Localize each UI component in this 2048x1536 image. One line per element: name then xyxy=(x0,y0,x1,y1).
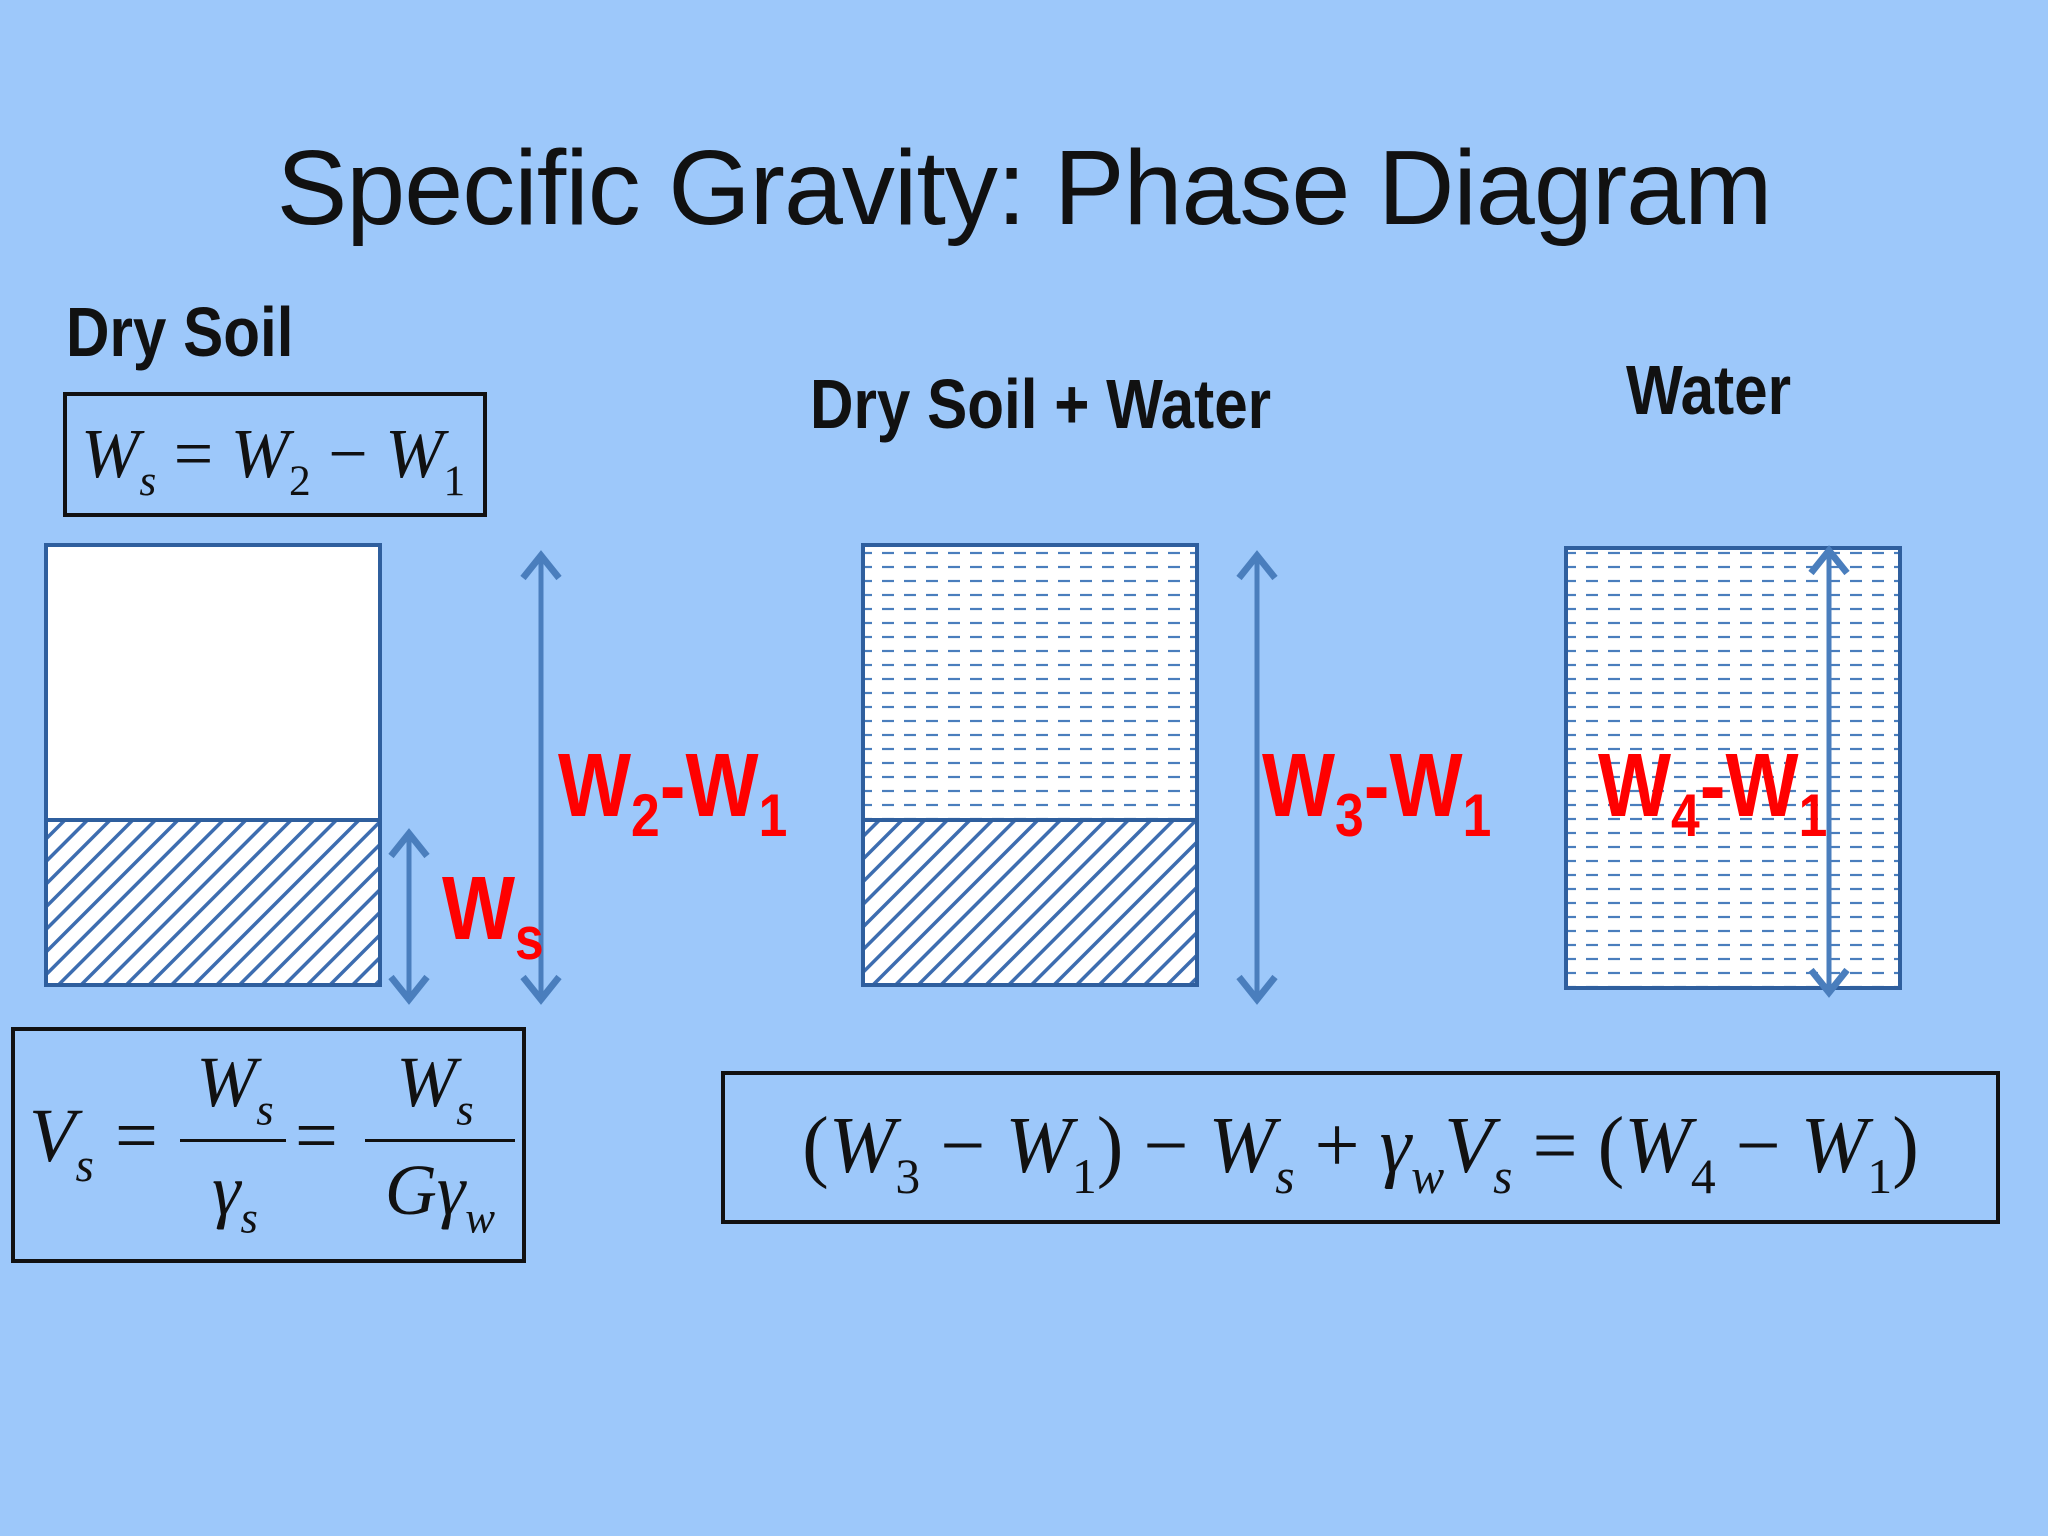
soil-water-container xyxy=(861,543,1199,987)
dry-soil-container xyxy=(44,543,382,987)
heading-water: Water xyxy=(1626,351,1792,429)
equation-main-box: (W3 − W1) − Ws + γwVs = (W4 − W1) xyxy=(721,1071,2000,1224)
heading-dry-soil-water: Dry Soil + Water xyxy=(810,365,1272,443)
dry-soil-air-phase xyxy=(44,543,382,822)
label-w2-w1: W2-W1 xyxy=(558,736,788,849)
equation-vs-box: Vs = Ws γs = Ws Gγw xyxy=(11,1027,526,1263)
vs-lhs: Vs xyxy=(29,1094,94,1192)
vs-frac1-den: γs xyxy=(212,1150,258,1243)
soil-water-water-phase xyxy=(861,543,1199,822)
label-w3-w1: W3-W1 xyxy=(1262,736,1492,849)
equation-ws-box: Ws = W2 − W1 xyxy=(63,392,487,517)
vs-frac2-num: Ws xyxy=(396,1042,474,1135)
vs-frac2-bar xyxy=(365,1139,515,1142)
soil-water-solid-phase xyxy=(861,818,1199,987)
label-w4-w1: W4-W1 xyxy=(1598,736,1828,849)
vs-frac1-bar xyxy=(180,1139,286,1142)
label-ws: Ws xyxy=(442,859,544,972)
page-title: Specific Gravity: Phase Diagram xyxy=(276,129,1773,247)
heading-dry-soil: Dry Soil xyxy=(66,293,294,371)
vs-frac2-den: Gγw xyxy=(384,1150,496,1243)
dry-soil-solid-phase xyxy=(44,818,382,987)
vs-frac1-num: Ws xyxy=(196,1042,274,1135)
vs-equals-2: = xyxy=(295,1094,338,1178)
vs-equals-1: = xyxy=(115,1094,158,1178)
